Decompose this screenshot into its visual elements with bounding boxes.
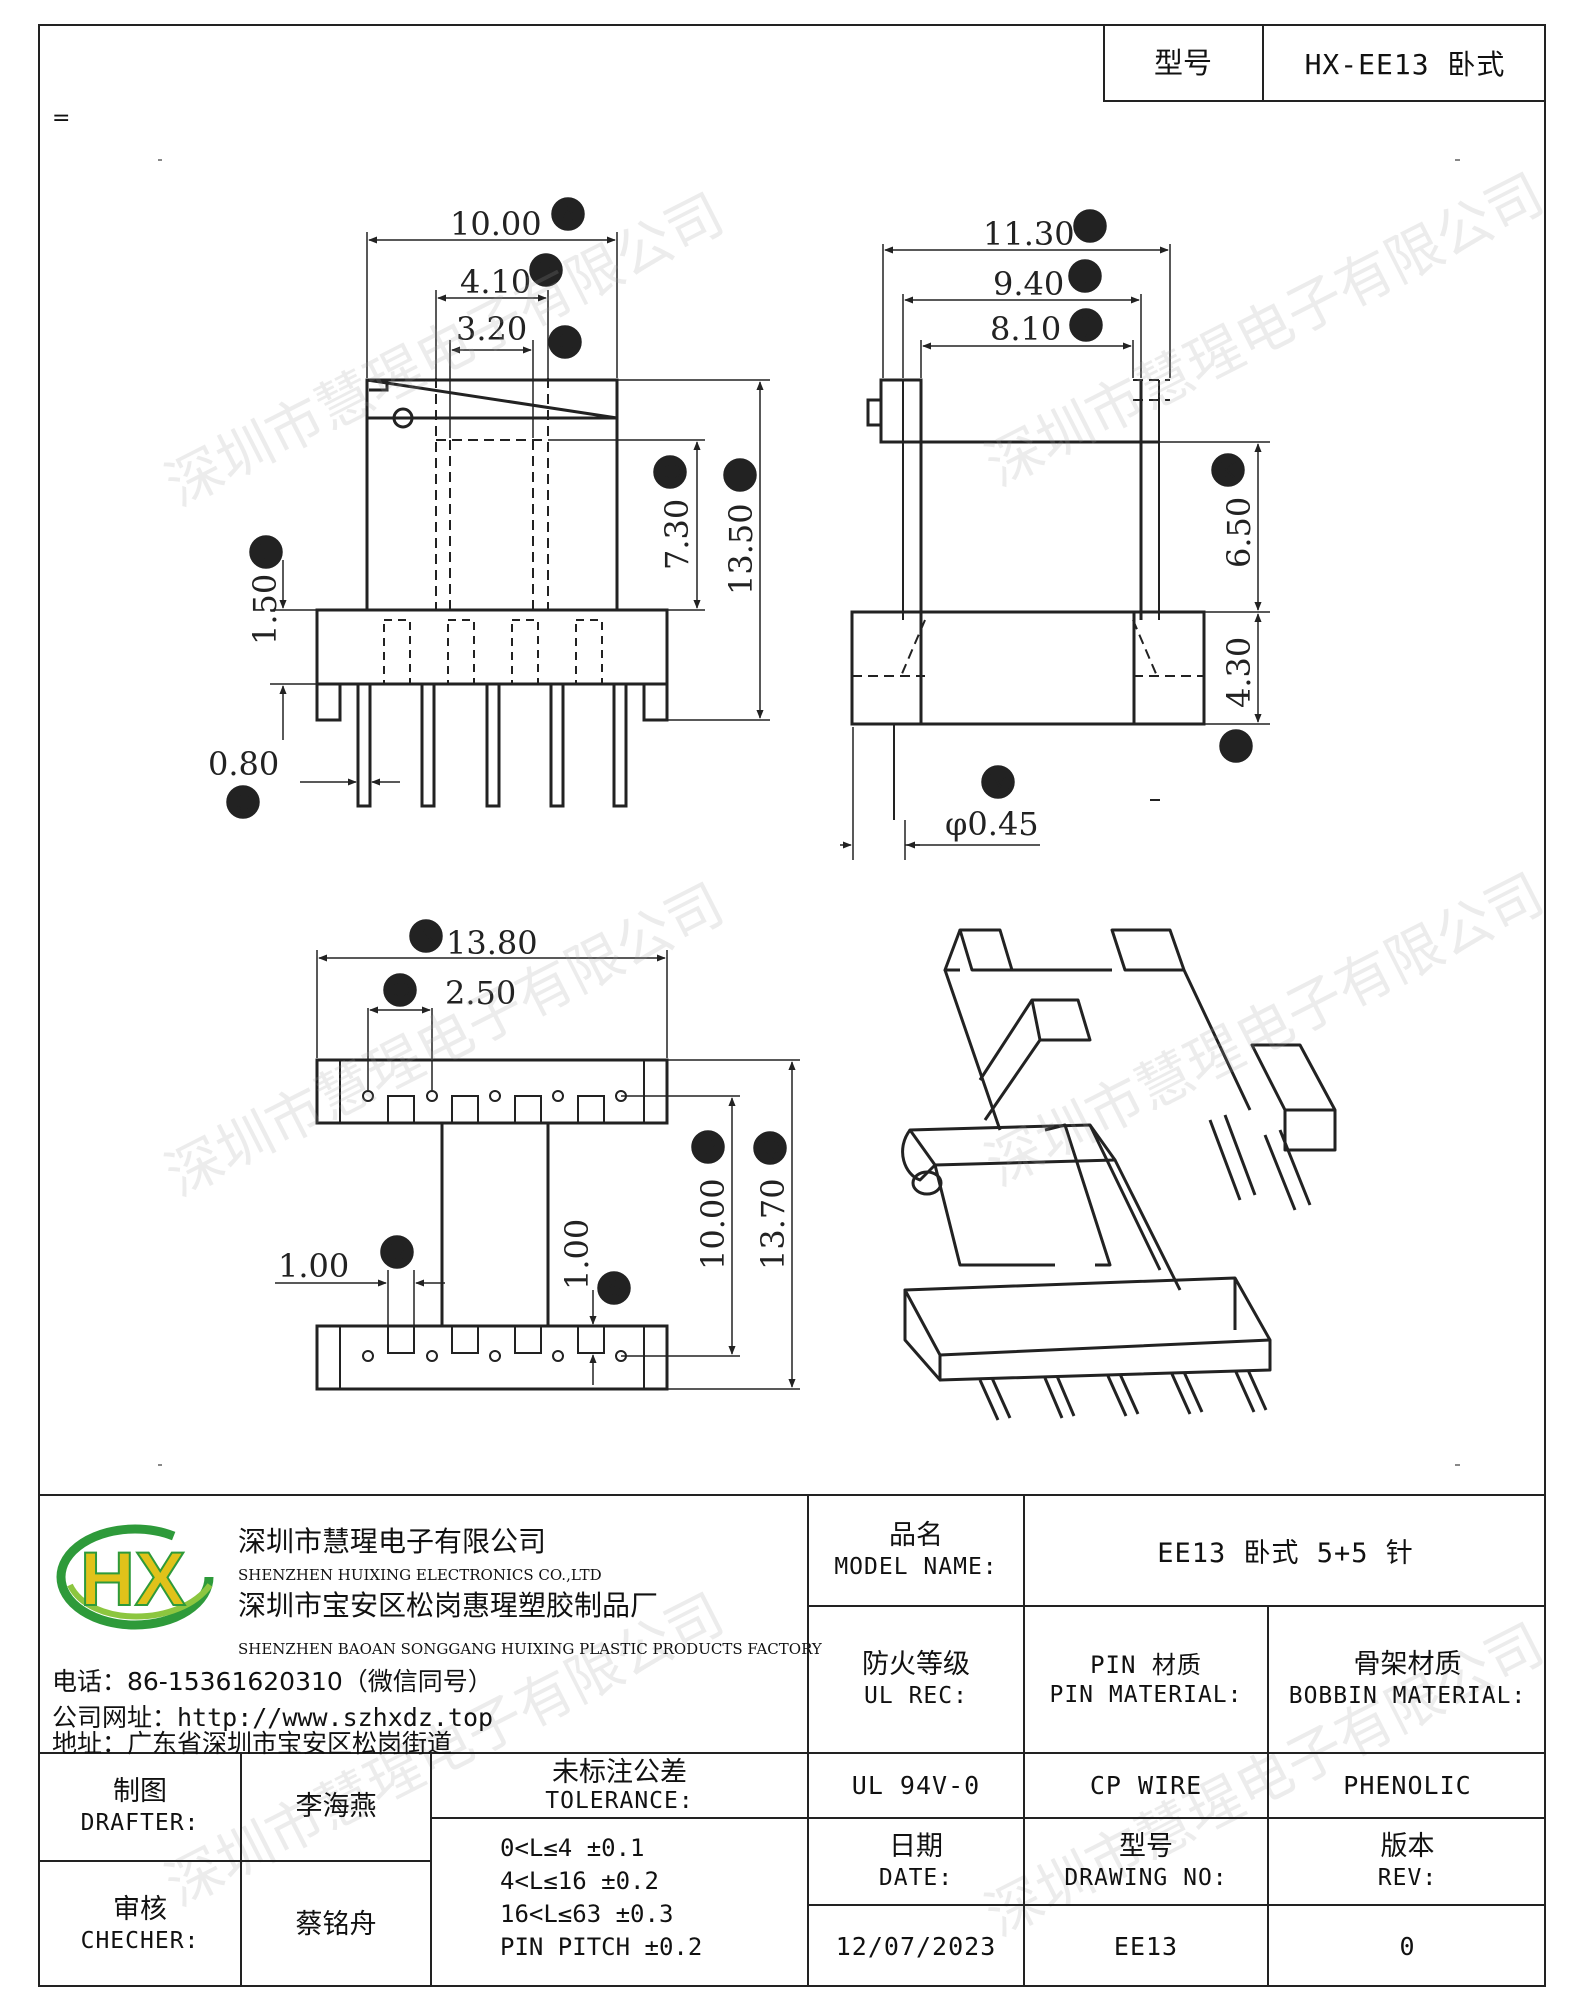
tolerance-line: 4<L≤16 ±0.2 [500,1867,659,1895]
tolerance-label: 未标注公差 TOLERANCE: [545,1756,694,1814]
svg-text:K: K [1220,459,1237,484]
factory-name-en: SHENZHEN BAOAN SONGGANG HUIXING PLASTIC … [238,1640,822,1658]
pin-material-value: CP WIRE [1089,1771,1203,1800]
isometric-view [901,928,1337,1421]
header-divider [1262,24,1264,102]
dim-f-text: 1.50 [246,574,284,645]
model-name-label: 品名 MODEL NAME: [834,1519,998,1580]
ul-rec-label: 防火等级 UL REC: [862,1648,970,1709]
title-block-top [38,1494,1546,1496]
checker-name: 蔡铭舟 [295,1908,377,1940]
svg-text:A: A [560,203,578,228]
svg-text:13.70: 13.70 [754,1178,792,1270]
dim-g-text: 0.80 [208,745,279,783]
tolerance-line: 16<L≤63 ±0.3 [500,1900,674,1928]
svg-text:F: F [259,541,274,566]
dim-c-text: 3.20 [456,310,527,348]
drawing-no-label: 型号 DRAWING NO: [1064,1830,1228,1891]
svg-text:J: J [1079,314,1090,339]
factory-name-cn: 深圳市宝安区松岗惠瑆塑胶制品厂 [238,1589,659,1622]
svg-text:1.00: 1.00 [558,1219,596,1290]
svg-text:6.50: 6.50 [1220,497,1258,568]
svg-text:13.80: 13.80 [446,924,538,962]
svg-text:1.00: 1.00 [278,1247,349,1285]
front-view: 10.00 4.10 3.20 7.30 13.50 1.50 0.80 A B… [208,197,770,819]
company-name-en: SHENZHEN HUIXING ELECTRONICS CO.,LTD [238,1566,602,1584]
checker-label: 审核 CHECHER: [80,1893,200,1954]
svg-text:10.00: 10.00 [694,1178,732,1270]
svg-text:11.30: 11.30 [983,215,1075,253]
dim-o-height-text: 7.30 [658,499,696,570]
drawing-frame [38,24,1546,1987]
tolerance-table: 0<L≤4 ±0.1 4<L≤16 ±0.2 16<L≤63 ±0.3 PIN … [500,1832,702,1964]
drawing-no-value: EE13 [1113,1932,1179,1961]
header-model-box [1103,24,1546,102]
dim-b-text: 4.10 [460,263,531,301]
svg-text:Q: Q [762,1137,780,1162]
company-name-cn: 深圳市慧瑆电子有限公司 [238,1525,547,1558]
bottom-view: 13.80 2.50 10.00 13.70 1.00 1.00 N O P Q… [275,919,800,1391]
svg-text:C: C [558,331,575,356]
svg-text:S: S [607,1277,622,1302]
svg-text:N: N [418,925,437,950]
tolerance-line: PIN PITCH ±0.2 [500,1933,703,1961]
company-phone: 电话：86-15361620310（微信同号） [52,1667,493,1696]
svg-text:P: P [701,1136,716,1161]
svg-text:I: I [1080,265,1089,290]
model-name-value: EE13 卧式 5+5 针 [1157,1538,1414,1569]
company-address: 地址：广东省深圳市宝安区松岗街道 [52,1729,453,1758]
svg-text:2.50: 2.50 [445,974,516,1012]
svg-text:M: M [989,771,1012,796]
svg-text:G: G [235,791,253,816]
svg-text:8.10: 8.10 [990,310,1061,348]
svg-text:φ0.45: φ0.45 [945,805,1039,843]
bobbin-material-label: 骨架材质 BOBBIN MATERIAL: [1288,1648,1527,1709]
bobbin-material-value: PHENOLIC [1343,1771,1472,1800]
ul-rec-value: UL 94V-0 [851,1771,981,1800]
drafter-label: 制图 DRAFTER: [80,1776,200,1836]
rev-value: 0 [1399,1932,1416,1961]
side-view: 11.30 9.40 8.10 6.50 4.30 φ0.45 H I J K … [840,209,1270,860]
tolerance-line: 0<L≤4 ±0.1 [500,1834,645,1862]
date-label: 日期 DATE: [878,1830,954,1891]
svg-text:E: E [733,464,749,489]
logo-text: HX [80,1537,186,1622]
svg-text:H: H [1082,215,1101,240]
header-model-value: HX-EE13 卧式 [1304,48,1506,81]
header-model-label: 型号 [1153,46,1212,80]
svg-text:O: O [392,979,410,1004]
technical-drawing: 10.00 4.10 3.20 7.30 13.50 1.50 0.80 A B… [40,104,1544,1494]
dim-a-text: 10.00 [450,205,542,243]
stray-mark: = [52,106,71,131]
svg-text:9.40: 9.40 [993,265,1064,303]
pin-material-label: PIN 材质 PIN MATERIAL: [1049,1650,1243,1708]
svg-text:O: O [663,461,681,486]
svg-text:4.30: 4.30 [1220,637,1258,708]
drafter-name: 李海燕 [295,1791,377,1822]
company-website[interactable]: 公司网址：http://www.szhxdz.top [52,1703,494,1732]
rev-label: 版本 REV: [1377,1830,1438,1891]
svg-text:L: L [1230,735,1245,760]
svg-text:B: B [539,259,555,284]
date-value: 12/07/2023 [835,1932,997,1961]
svg-text:R: R [390,1241,408,1266]
company-logo: HX [50,1515,220,1635]
dim-e-text: 13.50 [722,503,760,595]
